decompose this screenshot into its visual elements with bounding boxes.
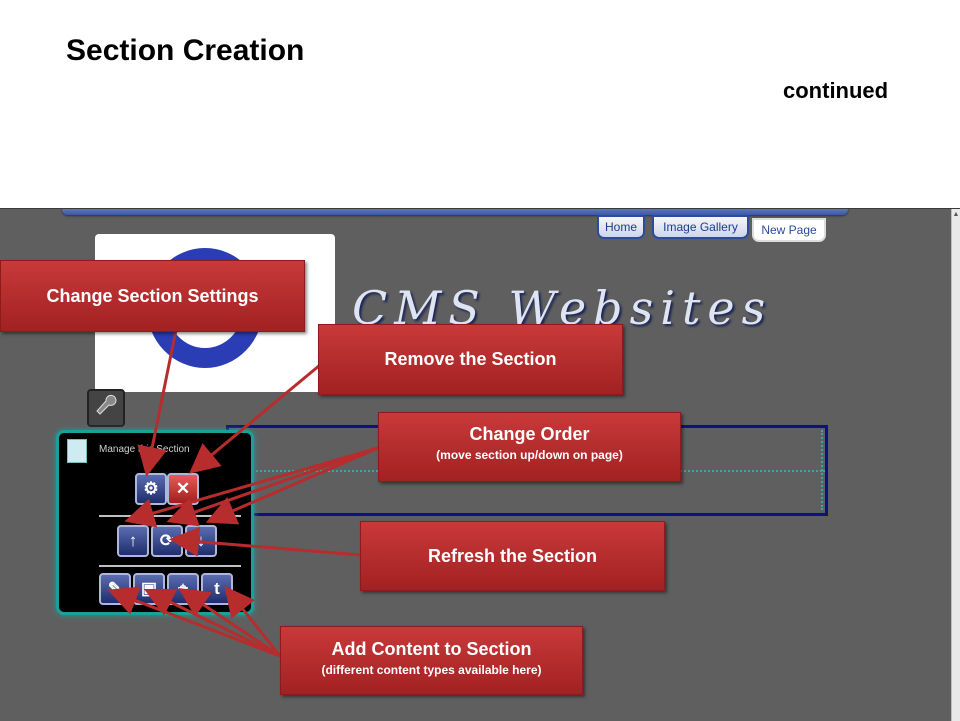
settings-icon: ⚙: [143, 479, 159, 498]
callout-order-subtitle: (move section up/down on page): [436, 448, 623, 462]
top-nav-bar: [62, 209, 848, 215]
callout-settings-text: Change Section Settings: [46, 286, 259, 306]
section-edge: [821, 430, 823, 510]
wrench-icon[interactable]: [87, 389, 125, 427]
panel-divider-2: [99, 565, 241, 567]
callout-remove-section: Remove the Section: [318, 324, 623, 395]
callout-order-title: Change Order: [469, 424, 590, 444]
scrollbar[interactable]: ▲: [951, 209, 960, 721]
callout-add-title: Add Content to Section: [331, 639, 532, 659]
slide-subtitle: continued: [783, 78, 889, 103]
callout-add-content: Add Content to Section (different conten…: [280, 626, 583, 695]
callout-change-settings: Change Section Settings: [0, 260, 305, 332]
callout-add-subtitle: (different content types available here): [321, 663, 542, 677]
remove-icon: ✕: [175, 479, 191, 498]
nav-tab-new-page[interactable]: New Page: [752, 218, 826, 242]
nav-tab-home[interactable]: Home: [597, 215, 645, 239]
twitter-content-icon: t: [214, 579, 220, 598]
move-up-icon: ↑: [128, 531, 138, 550]
nav-tab-image-gallery[interactable]: Image Gallery: [652, 215, 749, 239]
scroll-up-icon[interactable]: ▲: [952, 211, 960, 218]
callout-remove-text: Remove the Section: [384, 349, 557, 369]
callout-refresh-section: Refresh the Section: [360, 521, 665, 591]
slide-title: Section Creation: [66, 34, 305, 67]
callout-change-order: Change Order (move section up/down on pa…: [378, 412, 681, 482]
callout-refresh-text: Refresh the Section: [427, 546, 598, 566]
page-wrench-icon: [67, 439, 87, 463]
